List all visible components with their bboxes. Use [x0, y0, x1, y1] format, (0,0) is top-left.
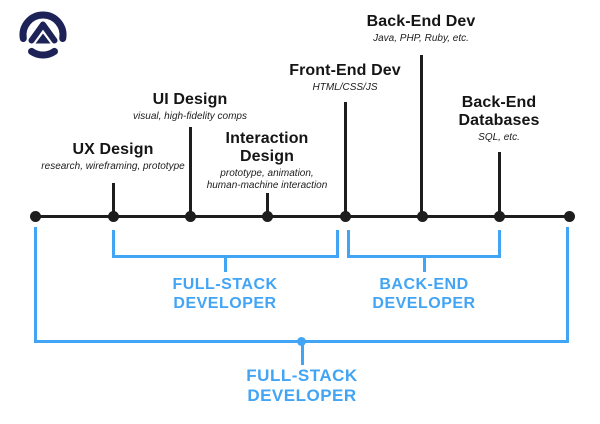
skill-subtitle: prototype, animation, human-machine inte… — [206, 168, 328, 191]
timeline-dot — [108, 211, 119, 222]
bracket-segment — [498, 230, 501, 258]
bracket-label-right: BACK-END DEVELOPER — [334, 275, 514, 313]
label-stem — [498, 152, 501, 217]
timeline-dot — [417, 211, 428, 222]
bracket-segment — [112, 255, 339, 258]
bracket-tick — [224, 258, 227, 272]
timeline-dot — [340, 211, 351, 222]
skill-subtitle: Java, PHP, Ruby, etc. — [373, 33, 469, 44]
bracket-segment — [347, 255, 501, 258]
timeline-dot — [564, 211, 575, 222]
skill-subtitle: SQL, etc. — [478, 132, 520, 143]
skill-subtitle: HTML/CSS/JS — [312, 82, 378, 93]
skill-title: Back-End Databases — [458, 94, 540, 129]
bracket-segment — [34, 227, 37, 343]
label-stem — [420, 55, 423, 217]
label-stem — [344, 102, 347, 217]
timeline-dot — [494, 211, 505, 222]
skill-back-end-databases: Back-End Databases SQL, etc. — [444, 94, 554, 144]
skill-title: Back-End Dev — [366, 13, 476, 30]
skill-title: Interaction Design — [225, 130, 309, 165]
timeline-dot — [185, 211, 196, 222]
label-stem — [266, 193, 269, 217]
bracket-segment — [336, 230, 339, 258]
timeline-axis — [35, 215, 569, 218]
skill-subtitle: visual, high-fidelity comps — [133, 111, 247, 122]
logo-svg — [19, 11, 67, 59]
skill-title: Front-End Dev — [289, 62, 401, 79]
bracket-label-line: FULL-STACK — [172, 276, 278, 293]
circle-chevron-logo-icon — [17, 9, 69, 61]
bracket-tick — [301, 341, 304, 365]
skill-back-end-dev: Back-End Dev Java, PHP, Ruby, etc. — [341, 13, 501, 45]
bracket-label-line: DEVELOPER — [247, 386, 357, 405]
skill-subtitle: research, wireframing, prototype — [41, 161, 185, 172]
bracket-label-line: FULL-STACK — [246, 366, 358, 385]
skill-interaction-design: Interaction Design prototype, animation,… — [202, 130, 332, 192]
label-stem — [112, 183, 115, 217]
skill-ux-design: UX Design research, wireframing, prototy… — [28, 141, 198, 173]
skill-title: UX Design — [72, 141, 154, 158]
bracket-tick — [423, 258, 426, 272]
bracket-label-line: BACK-END — [379, 276, 469, 293]
skill-ui-design: UI Design visual, high-fidelity comps — [110, 91, 270, 123]
skill-title: UI Design — [152, 91, 228, 108]
label-stem — [189, 127, 192, 217]
timeline-dot — [262, 211, 273, 222]
skill-front-end-dev: Front-End Dev HTML/CSS/JS — [265, 62, 425, 94]
timeline-dot — [30, 211, 41, 222]
bracket-label-line: DEVELOPER — [173, 295, 277, 312]
bracket-label-bottom: FULL-STACK DEVELOPER — [212, 366, 392, 406]
bracket-segment — [566, 227, 569, 343]
bracket-segment — [112, 230, 115, 258]
bracket-label-left: FULL-STACK DEVELOPER — [135, 275, 315, 313]
bracket-label-line: DEVELOPER — [372, 295, 476, 312]
bracket-segment — [347, 230, 350, 258]
